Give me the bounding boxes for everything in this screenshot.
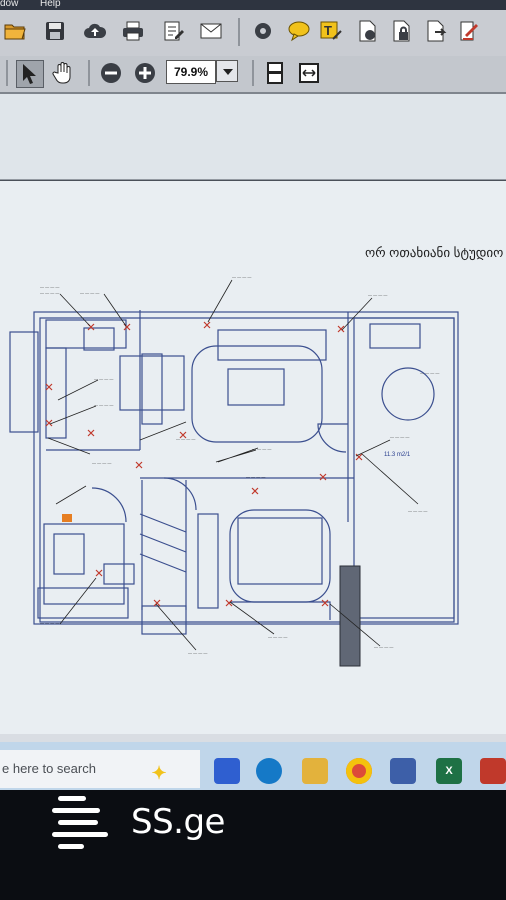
- view-toolbar: [0, 56, 506, 94]
- svg-text:— — — —: — — — —: [390, 434, 409, 439]
- svg-text:— — — —: — — — —: [408, 508, 427, 513]
- excel-icon[interactable]: X: [436, 758, 462, 784]
- toolbar-separator: [238, 18, 240, 46]
- svg-text:— — — —: — — — —: [374, 644, 393, 649]
- svg-text:— — — —: — — — —: [188, 650, 207, 655]
- hand-tool-icon[interactable]: [50, 60, 76, 86]
- comment-icon[interactable]: [286, 18, 312, 44]
- email-icon[interactable]: [198, 18, 224, 44]
- svg-text:— — — —: — — — —: [40, 620, 59, 625]
- svg-text:— — — —: — — — —: [92, 460, 111, 465]
- area-label: 11.3 m2/1: [384, 452, 411, 458]
- svg-text:— — — —: — — — —: [40, 290, 59, 295]
- svg-text:— — — —: — — — —: [80, 290, 99, 295]
- plan-title: ორ ოთახიანი სტუდიო: [365, 245, 504, 260]
- cloud-upload-icon[interactable]: [82, 18, 108, 44]
- taskbar-search-box[interactable]: e here to search: [0, 750, 200, 788]
- gear-icon[interactable]: [250, 18, 276, 44]
- open-folder-icon[interactable]: [2, 18, 28, 44]
- document-export-icon[interactable]: [422, 18, 448, 44]
- copilot-icon[interactable]: [214, 758, 240, 784]
- svg-text:— — — —: — — — —: [368, 292, 387, 297]
- zoom-dropdown-button[interactable]: [216, 60, 238, 82]
- sparkle-icon: ✦: [151, 762, 167, 783]
- sign-icon[interactable]: [456, 18, 482, 44]
- svg-text:T: T: [324, 23, 332, 38]
- svg-text:— — — —: — — — —: [176, 436, 195, 441]
- svg-text:— — — —: — — — —: [94, 402, 113, 407]
- people-icon[interactable]: [390, 758, 416, 784]
- ssge-logo-icon: [52, 796, 108, 849]
- svg-text:— — — —: — — — —: [40, 284, 59, 289]
- edge-browser-icon[interactable]: [256, 758, 282, 784]
- screen-photo: dow Help T: [0, 0, 506, 790]
- svg-text:— — — —: — — — —: [420, 370, 439, 375]
- menu-item-help[interactable]: Help: [40, 0, 61, 9]
- floor-plan-drawing: — — — —— — — — — — — —— — — — — — — —— —…: [0, 179, 506, 667]
- svg-text:— — — —: — — — —: [268, 634, 287, 639]
- select-tool-icon[interactable]: [16, 60, 44, 88]
- zoom-in-icon[interactable]: [132, 60, 158, 86]
- document-settings-icon[interactable]: [354, 18, 380, 44]
- document-viewport[interactable]: — — — —— — — — — — — —— — — — — — — —— —…: [0, 94, 506, 734]
- toolbar-separator: [252, 60, 254, 86]
- ssge-brand-text: SS.ge: [131, 802, 225, 842]
- zoom-level-field[interactable]: 79.9%: [166, 60, 216, 84]
- print-icon[interactable]: [120, 18, 146, 44]
- toolbar-separator: [6, 60, 8, 86]
- file-explorer-icon[interactable]: [302, 758, 328, 784]
- previous-page-area: [0, 94, 506, 181]
- svg-text:— — — —: — — — —: [94, 376, 113, 381]
- edit-form-icon[interactable]: [160, 18, 186, 44]
- menu-item-window[interactable]: dow: [0, 0, 19, 9]
- document-lock-icon[interactable]: [388, 18, 414, 44]
- zoom-out-icon[interactable]: [98, 60, 124, 86]
- chrome-browser-icon[interactable]: [346, 758, 372, 784]
- main-toolbar: T: [0, 10, 506, 57]
- text-edit-icon[interactable]: T: [318, 18, 344, 44]
- svg-text:— — — —: — — — —: [232, 274, 251, 279]
- save-icon[interactable]: [42, 18, 68, 44]
- fit-width-icon[interactable]: [296, 60, 322, 86]
- svg-text:— — — —: — — — —: [252, 446, 271, 451]
- taskbar-app-icon[interactable]: [480, 758, 506, 784]
- svg-text:— — — —: — — — —: [246, 474, 265, 479]
- fit-page-icon[interactable]: [262, 60, 288, 86]
- toolbar-separator: [88, 60, 90, 86]
- menu-bar: dow Help: [0, 0, 506, 10]
